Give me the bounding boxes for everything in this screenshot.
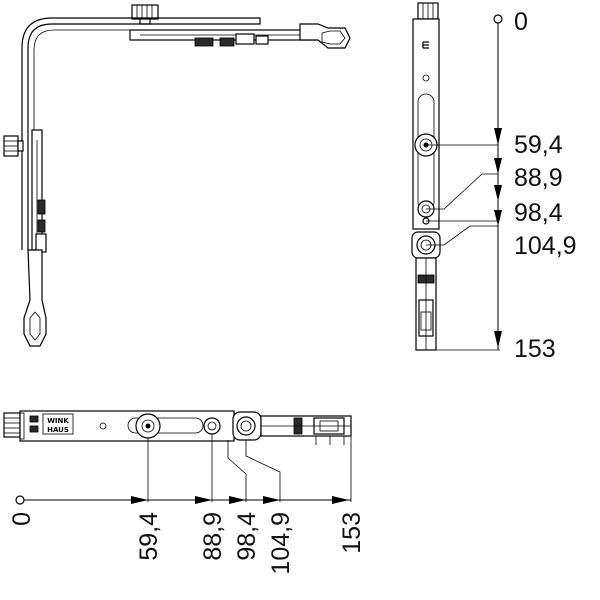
top-adjust-knob — [131, 4, 159, 20]
origin-marker — [493, 14, 503, 24]
h-dim-label-0: 0 — [8, 512, 36, 526]
horizontal-pivot — [203, 417, 221, 435]
brand-line-2: HAUS — [47, 426, 69, 434]
vertical-body — [412, 18, 440, 230]
h-dim-label-59-4: 59,4 — [135, 512, 163, 561]
brand-mark-icon — [422, 41, 429, 49]
h-dim-label-88-9: 88,9 — [199, 512, 227, 561]
h-dim-label-98-4: 98,4 — [233, 512, 261, 561]
horizontal-origin-marker — [15, 495, 25, 505]
h-dim-label-104-9: 104,9 — [267, 512, 295, 575]
dim-label-153: 153 — [514, 335, 556, 363]
h-dim-label-153: 153 — [338, 512, 366, 554]
right-hinge-end — [299, 23, 351, 49]
dim-label-59-4: 59,4 — [514, 131, 563, 159]
dim-label-104-9: 104,9 — [514, 232, 577, 260]
brand-badge — [42, 413, 74, 435]
corner-arm-outline — [21, 17, 261, 250]
vertical-elevation-view: 0 59,4 88,9 98,4 104,9 153 — [411, 2, 577, 363]
bottom-hinge-end — [23, 249, 47, 347]
brand-line-1: WINK — [47, 417, 69, 425]
dim-label-0: 0 — [514, 8, 528, 36]
dim-label-98-4: 98,4 — [514, 199, 563, 227]
dim-label-88-9: 88,9 — [514, 164, 563, 192]
horizontal-elevation-view: WINK HAUS — [3, 410, 366, 575]
corner-stay-view — [3, 4, 351, 347]
